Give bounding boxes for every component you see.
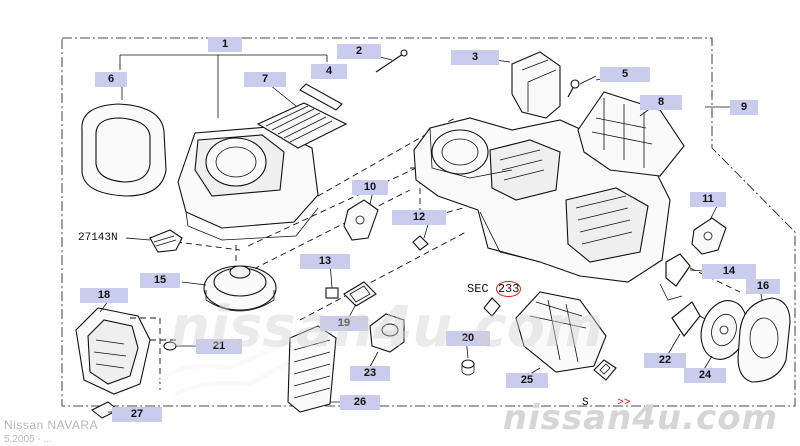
section-reference: SEC 233 <box>467 281 522 297</box>
heater-core-part <box>287 325 337 413</box>
evaporator-case-part <box>577 91 685 177</box>
callout-11: 11 <box>690 192 726 207</box>
assembly-boundary <box>61 37 796 407</box>
callout-8: 8 <box>640 95 682 110</box>
callout-18: 18 <box>80 288 128 303</box>
actuator-10-part <box>343 199 379 241</box>
callout-13: 13 <box>300 254 350 269</box>
callout-23: 23 <box>350 366 390 381</box>
s-reference: S >> <box>582 397 630 409</box>
sec-seal-part <box>483 297 501 317</box>
center-watermark: nissan4u.com <box>170 295 604 360</box>
callout-12: 12 <box>392 210 446 225</box>
callout-21: 21 <box>196 339 242 354</box>
blower-housing-part <box>177 126 319 241</box>
callout-3: 3 <box>451 50 499 65</box>
corner-watermark: nissan4u.com <box>502 398 778 438</box>
callout-7: 7 <box>244 72 286 87</box>
actuator-11-part <box>691 217 727 255</box>
fan-motor-24-part <box>700 300 748 360</box>
callout-1: 1 <box>208 37 242 52</box>
callout-19: 19 <box>320 316 368 331</box>
filter-element-part <box>256 102 348 149</box>
cover-16-part <box>737 297 791 383</box>
callout-27: 27 <box>112 407 162 422</box>
blower-motor-part <box>203 265 277 312</box>
model-name: Nissan NAVARA <box>4 418 99 432</box>
lower-duct-part <box>515 291 607 373</box>
callout-9: 9 <box>730 100 758 115</box>
section-prefix: SEC <box>467 282 489 296</box>
callout-5: 5 <box>600 67 650 82</box>
heater-housing-part <box>75 307 151 395</box>
filter-frame-part <box>81 103 167 197</box>
callout-15: 15 <box>140 273 180 288</box>
callout-14: 14 <box>702 264 756 279</box>
cap-20-part <box>461 359 475 376</box>
duct-part <box>511 51 561 119</box>
callout-16: 16 <box>746 279 780 294</box>
callout-4: 4 <box>311 64 347 79</box>
part-code-label: 27143N <box>78 232 118 244</box>
bracket-14-part <box>665 253 691 287</box>
actuator-23-part <box>369 313 405 353</box>
screw-part <box>375 53 404 73</box>
s-reference-letter: S <box>582 397 589 409</box>
callout-26: 26 <box>340 395 380 410</box>
callout-2: 2 <box>337 44 381 59</box>
clip-strip-part <box>299 83 343 111</box>
s-reference-arrows: >> <box>617 397 631 409</box>
callout-10: 10 <box>352 180 388 195</box>
callout-25: 25 <box>506 373 548 388</box>
callout-24: 24 <box>684 368 726 383</box>
section-number: 233 <box>495 281 522 297</box>
model-date: 5.2005 - ... <box>4 434 52 445</box>
callout-6: 6 <box>95 72 127 87</box>
callout-22: 22 <box>644 353 686 368</box>
callout-20: 20 <box>446 331 490 346</box>
bracket-22-part <box>671 301 701 338</box>
clip-12-part <box>412 235 429 251</box>
seal-19-part <box>343 281 377 307</box>
resistor-27143n-part <box>149 229 183 253</box>
